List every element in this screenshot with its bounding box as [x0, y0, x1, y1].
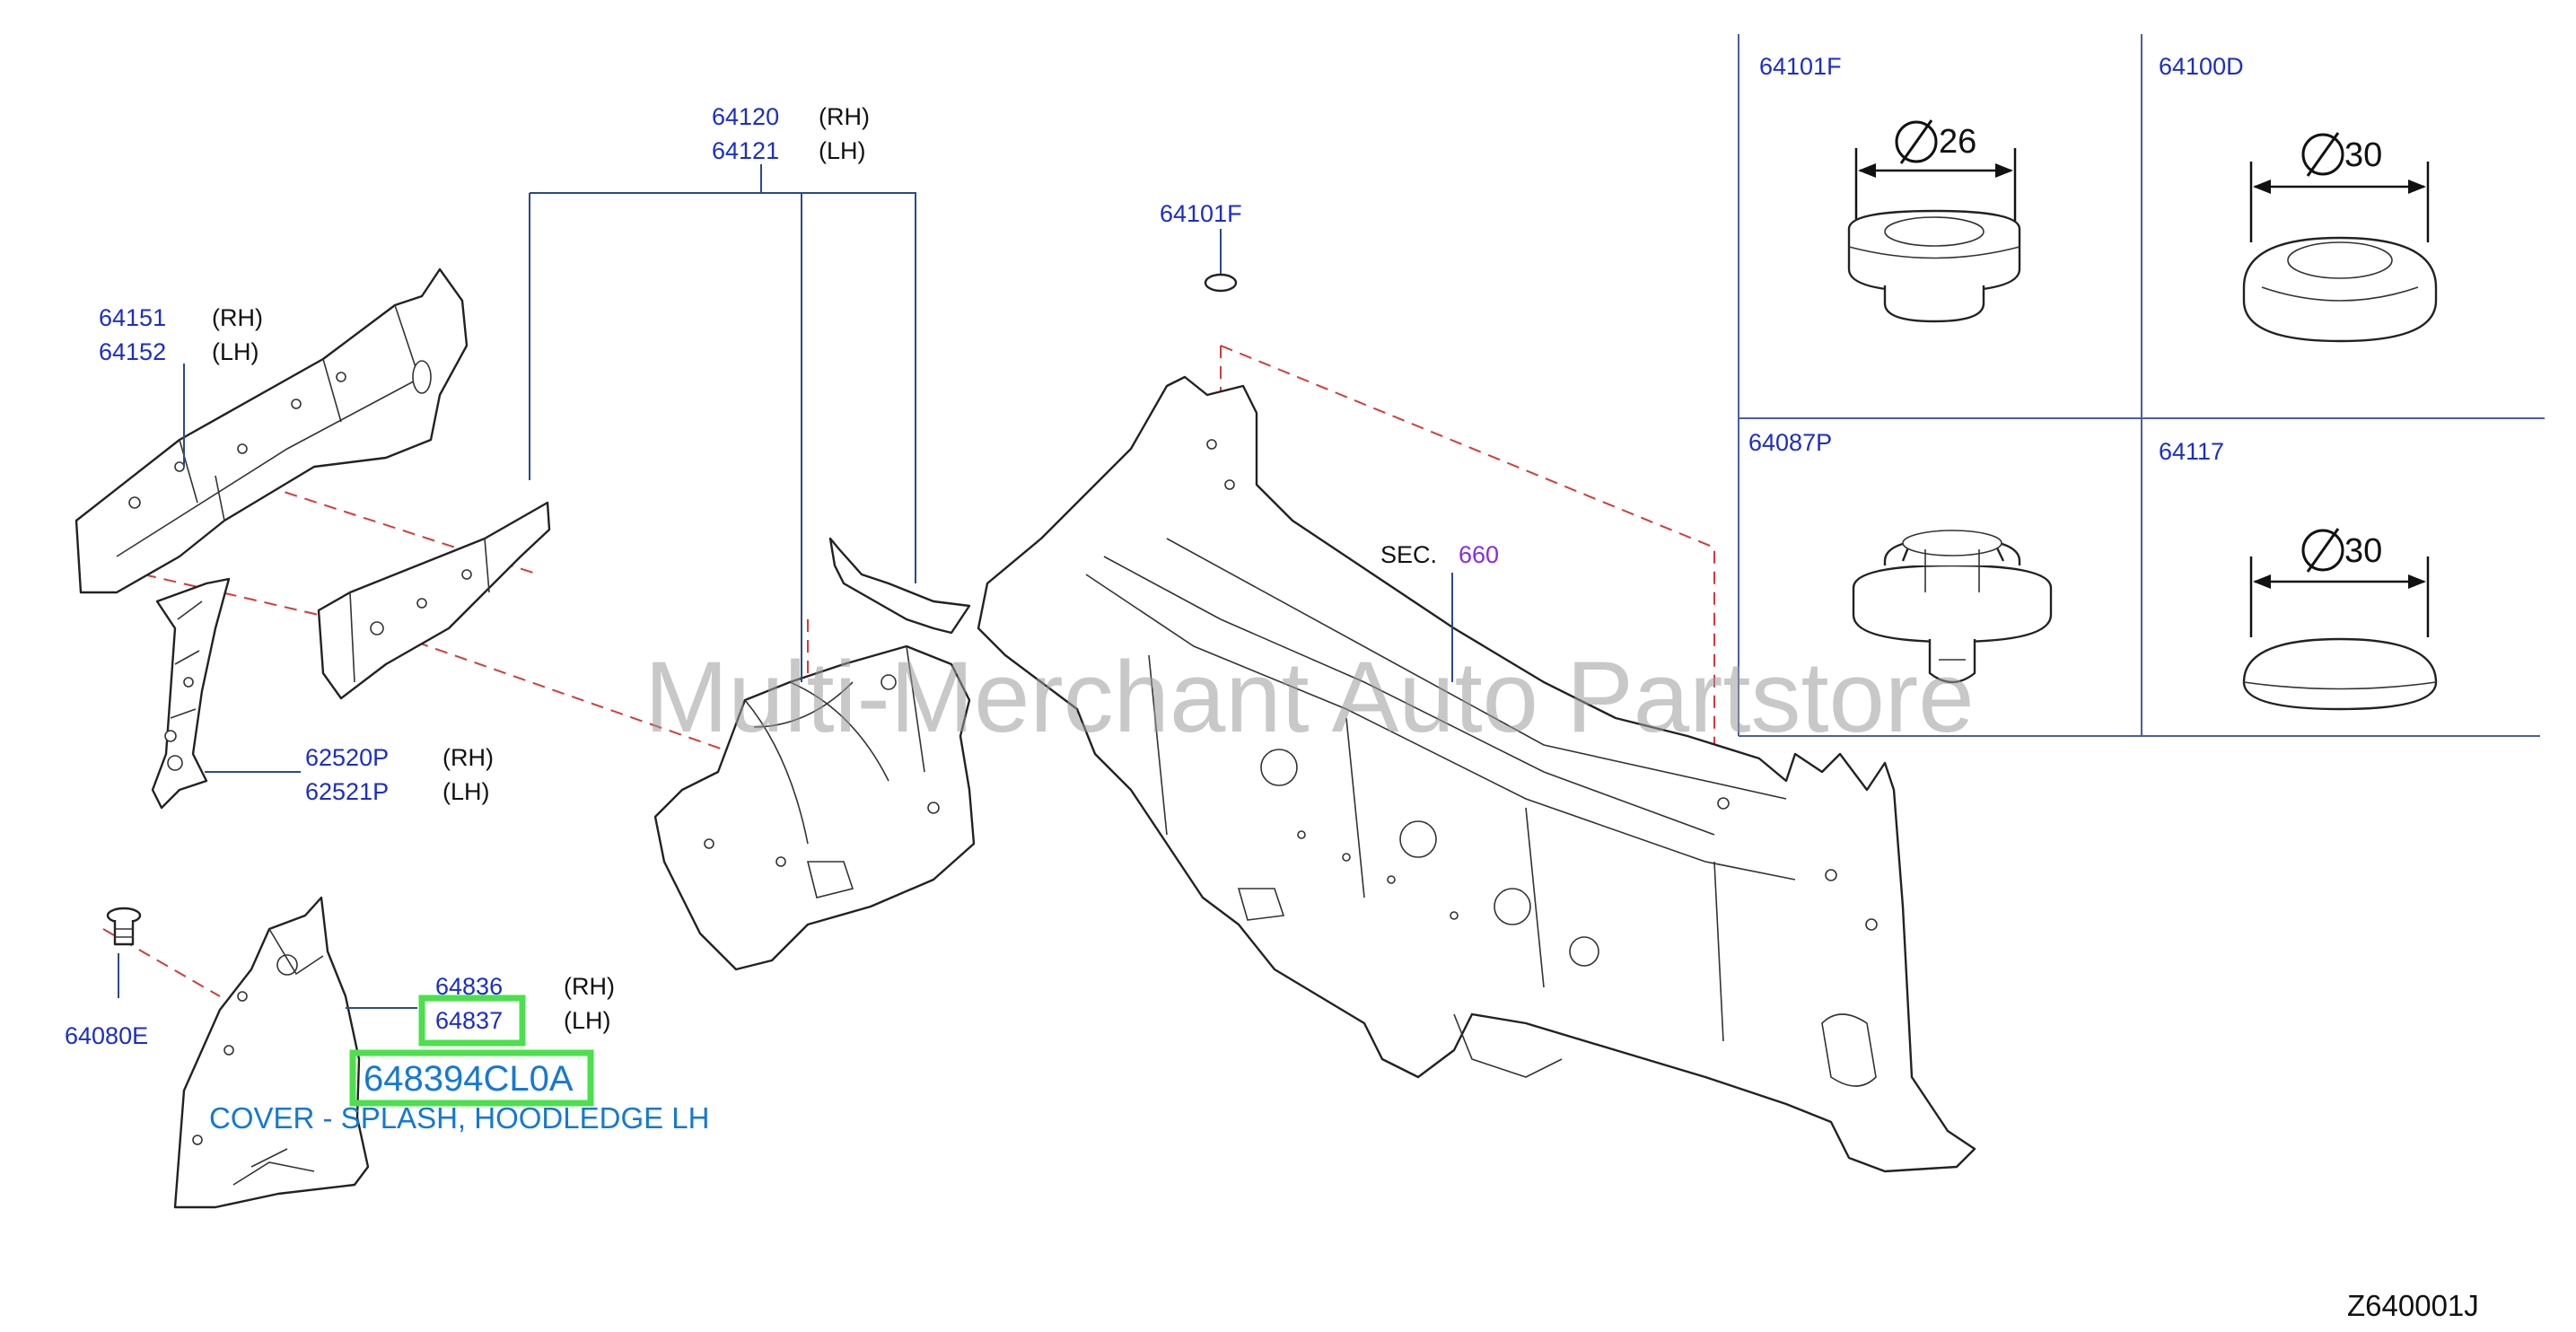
- inset-diameter-64117: 30: [2344, 532, 2382, 570]
- callout-64080e[interactable]: 64080E: [65, 1022, 148, 1049]
- callout-64120[interactable]: 64120: [712, 103, 779, 130]
- inset-diameter-64100d: 30: [2344, 136, 2382, 174]
- inset-cell-64087p: 64087P: [1748, 429, 2053, 684]
- diameter-dimension: 30: [2249, 132, 2430, 242]
- callout-62520p-side: (RH): [442, 744, 494, 771]
- part-grommet-64101f: [1204, 273, 1238, 293]
- callout-62521p[interactable]: 62521P: [305, 778, 389, 805]
- inset-label-64117[interactable]: 64117: [2159, 438, 2224, 465]
- callout-64121[interactable]: 64121: [712, 137, 779, 164]
- callout-64121-side: (LH): [819, 137, 866, 164]
- highlighted-part-number[interactable]: 648394CL0A: [364, 1059, 574, 1099]
- highlighted-part-description: COVER - SPLASH, HOODLEDGE LH: [209, 1101, 709, 1135]
- part-clip-64080e: [106, 907, 142, 946]
- part-dash-panel: [977, 375, 1976, 1173]
- callout-64151[interactable]: 64151: [99, 304, 166, 331]
- inset-label-64087p[interactable]: 64087P: [1748, 429, 1832, 456]
- inset-label-64100d[interactable]: 64100D: [2159, 53, 2244, 80]
- inset-grid: [1738, 34, 2545, 737]
- callout-64837-side: (LH): [564, 1007, 611, 1034]
- clip-64087p-drawing: [1852, 530, 2053, 684]
- highlight-part-box: [349, 1049, 594, 1107]
- grommet-64101f-drawing: [1847, 209, 2021, 323]
- part-hoodledge-reinforcement: [317, 501, 551, 700]
- section-number-link[interactable]: 660: [1459, 541, 1499, 568]
- disc-64117-drawing: [2242, 637, 2438, 711]
- inset-diameter-64101f: 26: [1939, 123, 1976, 161]
- callout-64837[interactable]: 64837: [435, 1007, 503, 1034]
- watermark: Multi-Merchant Auto Partstore: [644, 641, 1974, 753]
- part-bracket: [151, 577, 231, 810]
- diameter-dimension: 30: [2249, 528, 2430, 637]
- callout-64120-side: (RH): [819, 103, 870, 130]
- callout-64837-highlight-box: [418, 995, 526, 1047]
- inset-cell-64100d: 64100D 30: [2159, 53, 2438, 343]
- part-splash-cover: [173, 896, 370, 1209]
- diagram-code: Z640001J: [2347, 1289, 2479, 1322]
- inset-cell-64101f: 64101F 26: [1759, 53, 2021, 323]
- callout-64151-side: (RH): [212, 304, 263, 331]
- inset-label-64101f[interactable]: 64101F: [1759, 53, 1842, 80]
- part-hoodledge-upper: [74, 267, 469, 594]
- inset-cell-64117: 64117 30: [2159, 438, 2438, 711]
- callout-62520p[interactable]: 62520P: [305, 744, 389, 771]
- section-prefix: SEC.: [1380, 541, 1437, 568]
- callout-64836-side: (RH): [564, 973, 615, 1000]
- diameter-dimension: 26: [1854, 119, 2017, 229]
- plug-64100d-drawing: [2242, 236, 2438, 343]
- callout-64101f[interactable]: 64101F: [1160, 200, 1242, 227]
- callout-62521p-side: (LH): [442, 778, 490, 805]
- callout-64152-side: (LH): [212, 338, 259, 365]
- leader-lines: [118, 164, 1453, 1009]
- callout-64152[interactable]: 64152: [99, 338, 166, 365]
- part-wheelhouse: [653, 537, 976, 971]
